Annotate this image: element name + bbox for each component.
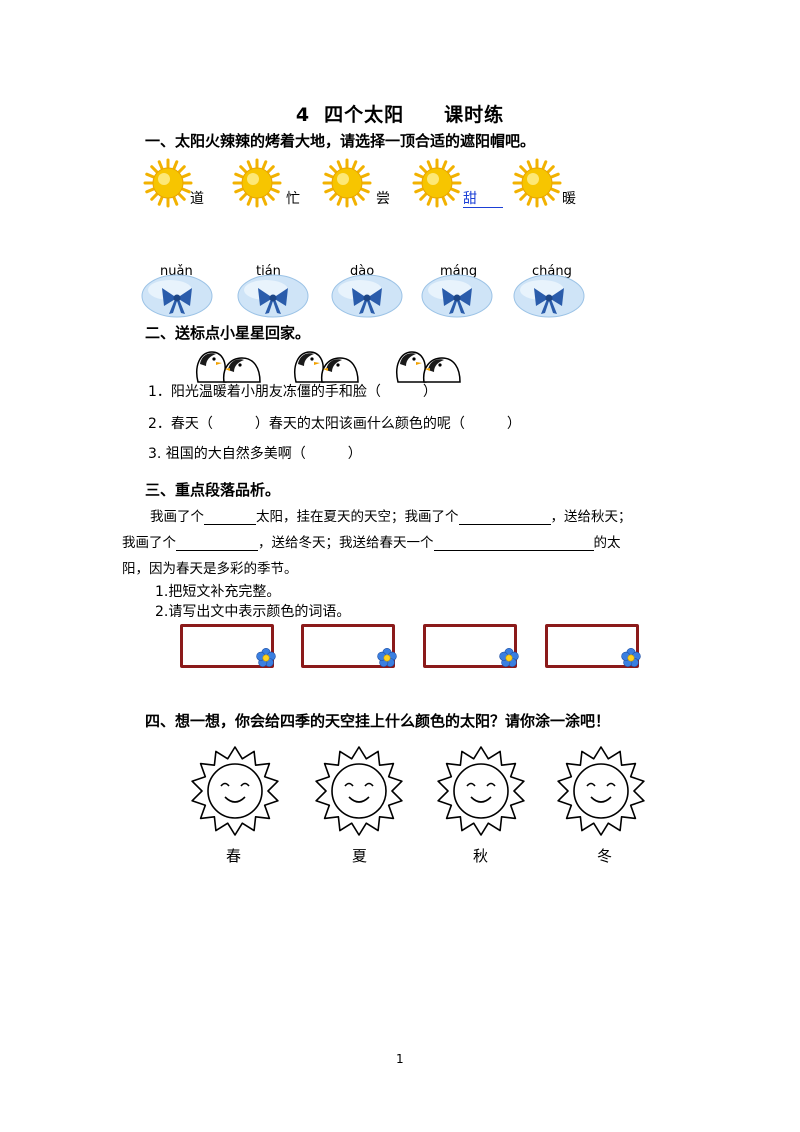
answer-box[interactable] <box>301 624 395 668</box>
section1-heading: 一、太阳火辣辣的烤着大地，请选择一顶合适的遮阳帽吧。 <box>145 132 536 150</box>
question-1: 1.把短文补充完整。 <box>155 584 281 600</box>
section3-heading: 三、重点段落品析。 <box>145 481 281 499</box>
sun-icon <box>232 158 282 208</box>
sun-hat-icon[interactable] <box>236 272 310 320</box>
sun-icon <box>512 158 562 208</box>
sun-icon <box>322 158 372 208</box>
answer-box[interactable] <box>423 624 517 668</box>
p1-text-c: ，送给秋天； <box>550 509 632 525</box>
page-number: 1 <box>396 1052 404 1066</box>
season-label: 秋 <box>473 847 489 865</box>
p2-text-c: 的太 <box>593 535 621 551</box>
sun-character: 道 <box>190 191 204 207</box>
flower-icon <box>377 648 397 668</box>
flower-icon <box>621 648 641 668</box>
question-2: 2.请写出文中表示颜色的词语。 <box>155 604 351 620</box>
section2-heading: 二、送标点小星星回家。 <box>145 324 311 342</box>
paragraph-line-1: 我画了个 太阳，挂在夏天的天空；我画了个 ，送给秋天； <box>150 505 632 525</box>
p1-text-b: 太阳，挂在夏天的天空；我画了个 <box>256 509 459 525</box>
lesson-number: 4 <box>295 104 311 126</box>
smiling-sun-icon[interactable] <box>312 744 406 838</box>
paragraph-line-2: 我画了个 ，送给冬天；我送给春天一个 的太 <box>122 531 621 551</box>
smiling-sun-icon[interactable] <box>434 744 528 838</box>
answer-box[interactable] <box>180 624 274 668</box>
fill-blank-4[interactable] <box>433 536 594 551</box>
section4-heading: 四、想一想，你会给四季的天空挂上什么颜色的太阳？请你涂一涂吧！ <box>145 712 611 730</box>
p1-text-a: 我画了个 <box>150 509 204 525</box>
season-label: 春 <box>226 847 242 865</box>
lesson-name: 四个太阳 <box>324 104 405 126</box>
worksheet-title: 4 四个太阳 课时练 <box>0 100 800 127</box>
penguin-icon <box>290 346 362 386</box>
fill-blank-3[interactable] <box>176 536 258 551</box>
punctuation-item-3: 3. 祖国的大自然多美啊（ ） <box>148 446 362 462</box>
penguin-icon <box>192 346 264 386</box>
flower-icon <box>256 648 276 668</box>
sun-character-link[interactable]: 甜 <box>463 191 503 208</box>
sun-icon <box>143 158 193 208</box>
flower-icon <box>499 648 519 668</box>
punctuation-item-1: 1．阳光温暖着小朋友冻僵的手和脸（ ） <box>148 384 437 400</box>
sun-hat-icon[interactable] <box>512 272 586 320</box>
sun-hat-icon[interactable] <box>420 272 494 320</box>
sun-hat-icon[interactable] <box>330 272 404 320</box>
season-label: 冬 <box>597 847 613 865</box>
sun-hat-icon[interactable] <box>140 272 214 320</box>
fill-blank-2[interactable] <box>458 510 551 525</box>
title-suffix: 课时练 <box>444 104 505 126</box>
paragraph-line-3: 阳，因为春天是多彩的季节。 <box>122 561 298 577</box>
punctuation-item-2: 2．春天（ ）春天的太阳该画什么颜色的呢（ ） <box>148 416 521 432</box>
fill-blank-1[interactable] <box>204 510 256 525</box>
smiling-sun-icon[interactable] <box>188 744 282 838</box>
p2-text-a: 我画了个 <box>122 535 176 551</box>
sun-character: 忙 <box>286 191 300 207</box>
sun-character: 尝 <box>376 191 390 207</box>
penguin-icon <box>392 346 464 386</box>
sun-character: 甜 <box>463 188 503 208</box>
smiling-sun-icon[interactable] <box>554 744 648 838</box>
answer-box[interactable] <box>545 624 639 668</box>
sun-character: 暖 <box>562 191 576 207</box>
sun-icon <box>412 158 462 208</box>
p2-text-b: ，送给冬天；我送给春天一个 <box>258 535 434 551</box>
season-label: 夏 <box>352 847 368 865</box>
